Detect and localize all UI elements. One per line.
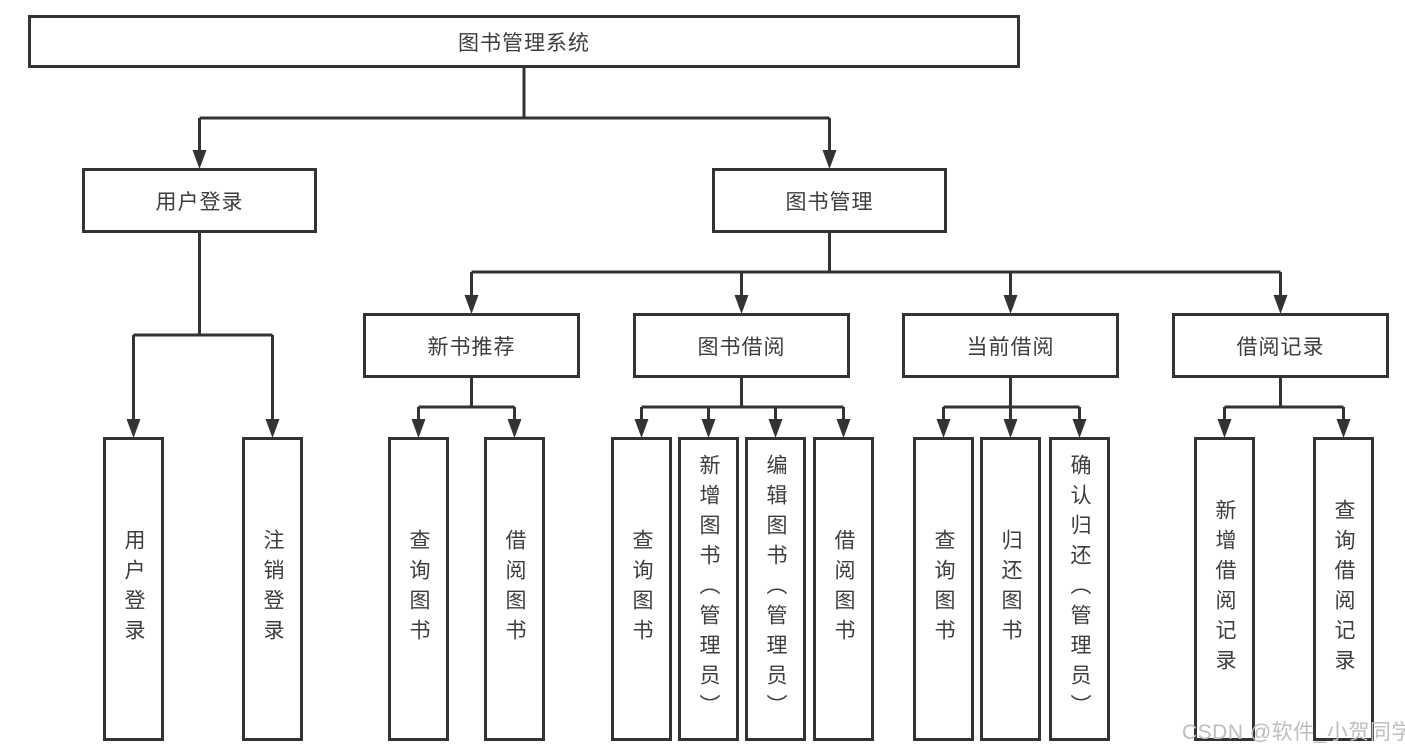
leaf-newbook-query-books-label: 查询图书 [407, 529, 430, 649]
connector-borrow-to-leaves [634, 378, 851, 438]
arrow-down-icon [1003, 295, 1018, 314]
node-user-login: 用户登录 [82, 168, 317, 233]
leaf-borrow-edit-books-admin-label: 编辑图书（管理员） [764, 454, 787, 724]
leaf-newbook-borrow-books-label: 借阅图书 [503, 529, 526, 649]
node-new-book-recommend-label: 新书推荐 [427, 335, 516, 359]
leaf-borrow-query-books: 查询图书 [611, 437, 672, 741]
node-book-management: 图书管理 [712, 168, 947, 233]
arrow-down-icon [507, 419, 522, 438]
leaf-records-add-record: 新增借阅记录 [1194, 437, 1255, 741]
arrow-down-icon [464, 295, 479, 314]
node-root: 图书管理系统 [28, 15, 1020, 68]
connector-bookmgmt-to-level3 [464, 233, 1288, 314]
node-borrow-records-label: 借阅记录 [1236, 335, 1325, 359]
node-borrow-records: 借阅记录 [1172, 313, 1389, 378]
leaf-borrow-add-books-admin: 新增图书（管理员） [678, 437, 739, 741]
leaf-current-confirm-return-admin: 确认归还（管理员） [1049, 437, 1110, 741]
arrow-down-icon [1336, 419, 1351, 438]
node-book-management-label: 图书管理 [785, 190, 874, 214]
node-root-label: 图书管理系统 [458, 31, 590, 55]
leaf-current-query-books-label: 查询图书 [932, 529, 955, 649]
node-book-borrow-label: 图书借阅 [697, 335, 786, 359]
arrow-down-icon [634, 419, 649, 438]
leaf-user-login-label: 用户登录 [122, 529, 145, 649]
leaf-records-add-record-label: 新增借阅记录 [1213, 499, 1236, 679]
leaf-records-query-record-label: 查询借阅记录 [1332, 499, 1355, 679]
connector-records-to-leaves [1217, 378, 1351, 438]
arrow-down-icon [1072, 419, 1087, 438]
arrow-down-icon [1217, 419, 1232, 438]
leaf-borrow-edit-books-admin: 编辑图书（管理员） [745, 437, 806, 741]
leaf-current-query-books: 查询图书 [913, 437, 974, 741]
node-new-book-recommend: 新书推荐 [363, 313, 580, 378]
leaf-user-login: 用户登录 [103, 437, 164, 741]
leaf-current-return-books-label: 归还图书 [999, 529, 1022, 649]
leaf-borrow-add-books-admin-label: 新增图书（管理员） [697, 454, 720, 724]
leaf-borrow-borrow-books-label: 借阅图书 [832, 529, 855, 649]
arrow-down-icon [126, 419, 141, 438]
leaf-logout: 注销登录 [242, 437, 303, 741]
arrow-down-icon [1273, 295, 1288, 314]
csdn-watermark: CSDN @软件_小贺同学 [1182, 721, 1405, 744]
arrow-down-icon [265, 419, 280, 438]
arrow-down-icon [768, 419, 783, 438]
connector-root-to-level2 [192, 68, 837, 169]
arrow-down-icon [192, 150, 207, 169]
arrow-down-icon [822, 150, 837, 169]
leaf-newbook-query-books: 查询图书 [388, 437, 449, 741]
leaf-borrow-borrow-books: 借阅图书 [813, 437, 874, 741]
node-book-borrow: 图书借阅 [633, 313, 850, 378]
connector-userlogin-to-leaves [126, 233, 280, 438]
arrow-down-icon [936, 419, 951, 438]
arrow-down-icon [836, 419, 851, 438]
arrow-down-icon [1003, 419, 1018, 438]
arrow-down-icon [701, 419, 716, 438]
leaf-records-query-record: 查询借阅记录 [1313, 437, 1374, 741]
node-user-login-label: 用户登录 [155, 190, 244, 214]
leaf-newbook-borrow-books: 借阅图书 [484, 437, 545, 741]
leaf-current-return-books: 归还图书 [980, 437, 1041, 741]
connector-current-to-leaves [936, 378, 1087, 438]
arrow-down-icon [411, 419, 426, 438]
connector-newbook-to-leaves [411, 378, 522, 438]
leaf-current-confirm-return-admin-label: 确认归还（管理员） [1068, 454, 1091, 724]
leaf-logout-label: 注销登录 [261, 529, 284, 649]
leaf-borrow-query-books-label: 查询图书 [630, 529, 653, 649]
node-current-borrow: 当前借阅 [902, 313, 1119, 378]
arrow-down-icon [734, 295, 749, 314]
node-current-borrow-label: 当前借阅 [966, 335, 1055, 359]
